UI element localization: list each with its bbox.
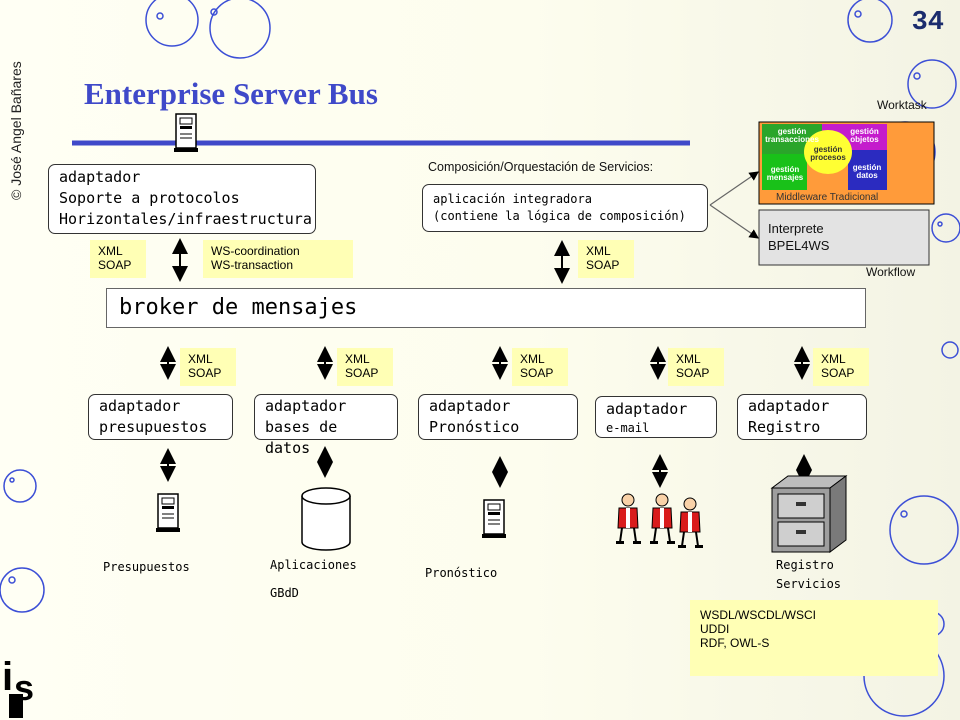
svg-text:i: i xyxy=(2,655,13,699)
registry-standard: RDF, OWL-S xyxy=(700,636,770,650)
xml-label: XML xyxy=(345,352,370,366)
copyright: © José Angel Bañares xyxy=(8,61,24,200)
logo-icon: i s xyxy=(2,655,34,718)
soap-label: SOAP xyxy=(821,366,855,380)
resource-arrows xyxy=(160,446,812,488)
adaptor-line: Pronóstico xyxy=(429,418,520,436)
xml-soap-box: XML SOAP xyxy=(578,240,634,278)
middleware-caption: Middleware Tradicional xyxy=(776,192,879,203)
xml-label: XML xyxy=(98,244,123,258)
protocol-adaptor-line: adaptador xyxy=(59,168,141,186)
xml-soap-box: XML SOAP xyxy=(512,348,568,386)
resource-label-servicios: Servicios xyxy=(776,577,842,591)
integrator-app-line: (contiene la lógica de composición) xyxy=(433,209,686,223)
soap-label: SOAP xyxy=(345,366,379,380)
presupuestos-server-icon xyxy=(155,493,181,533)
composition-arrows xyxy=(709,171,759,239)
adaptor-line: adaptador xyxy=(99,397,181,415)
integrator-app-box: aplicación integradora (contiene la lógi… xyxy=(422,184,708,232)
integrator-app-line: aplicación integradora xyxy=(433,192,592,206)
soap-label: SOAP xyxy=(520,366,554,380)
soap-label: SOAP xyxy=(98,258,132,272)
adaptor-line: presupuestos xyxy=(99,418,208,436)
adaptor-bases-datos: adaptador bases de datos xyxy=(254,394,398,457)
adaptor-line: adaptador xyxy=(265,397,347,415)
xml-label: XML xyxy=(676,352,701,366)
middleware-piece: gestión mensajes xyxy=(766,165,804,182)
interpreter-box: Interprete BPEL4WS xyxy=(768,220,829,254)
adaptor-email: adaptador e-mail xyxy=(595,396,717,438)
xml-label: XML xyxy=(520,352,545,366)
adaptor-line: adaptador xyxy=(429,397,511,415)
soap-label: SOAP xyxy=(676,366,710,380)
middleware-piece: gestión transacciones xyxy=(765,127,819,144)
xml-label: XML xyxy=(821,352,846,366)
adaptor-line: Registro xyxy=(748,418,821,436)
database-icon xyxy=(301,487,351,551)
adaptor-line: adaptador xyxy=(606,400,688,418)
xml-soap-box: XML SOAP xyxy=(180,348,236,386)
xml-soap-box: XML SOAP xyxy=(337,348,393,386)
xml-soap-box: XML SOAP xyxy=(90,240,146,278)
middleware-piece: gestión procesos xyxy=(810,145,846,162)
ws-protocols-box: WS-coordination WS-transaction xyxy=(203,240,353,278)
soap-label: SOAP xyxy=(188,366,222,380)
top-arrows xyxy=(172,238,570,284)
interpreter-line: BPEL4WS xyxy=(768,238,830,253)
xml-label: XML xyxy=(586,244,611,258)
middleware-puzzle xyxy=(758,121,935,205)
broker-arrows xyxy=(160,346,810,380)
adaptor-line: e-mail xyxy=(606,421,650,435)
adaptor-pronostico: adaptador Pronóstico xyxy=(418,394,578,440)
registry-standards-box: WSDL/WSCDL/WSCI UDDI RDF, OWL-S xyxy=(690,600,938,676)
resource-label-gbdd: GBdD xyxy=(270,586,299,600)
workflow-label: Workflow xyxy=(866,265,916,279)
resource-label-aplicaciones: Aplicaciones xyxy=(270,558,357,572)
middleware-piece: gestión objetos xyxy=(850,127,879,144)
xml-soap-box: XML SOAP xyxy=(668,348,724,386)
adaptor-registro: adaptador Registro xyxy=(737,394,867,440)
pronostico-server-icon xyxy=(481,499,507,539)
ws-transaction-label: WS-transaction xyxy=(211,258,294,272)
resource-label-presupuestos: Presupuestos xyxy=(103,560,190,574)
protocol-adaptor-line: Horizontales/infraestructura xyxy=(59,210,312,228)
filing-cabinet-icon xyxy=(770,475,848,553)
registry-standard: WSDL/WSCDL/WSCI xyxy=(700,608,817,622)
adaptor-presupuestos: adaptador presupuestos xyxy=(88,394,233,440)
slide-title: Enterprise Server Bus xyxy=(84,76,378,111)
protocol-adaptor-line: Soporte a protocolos xyxy=(59,189,240,207)
soap-label: SOAP xyxy=(586,258,620,272)
interpreter-line: Interprete xyxy=(768,221,824,236)
ws-coordination-label: WS-coordination xyxy=(211,244,300,258)
middleware-piece: gestión datos xyxy=(852,163,882,180)
resource-label-registro: Registro xyxy=(776,558,834,572)
svg-text:s: s xyxy=(14,667,34,708)
worktask-label: Worktask xyxy=(877,98,927,112)
top-server-icon xyxy=(173,113,199,153)
interpreter-box-bg xyxy=(758,209,930,266)
protocol-adaptor-box: adaptador Soporte a protocolos Horizonta… xyxy=(48,164,316,234)
message-broker: broker de mensajes xyxy=(106,288,866,328)
xml-label: XML xyxy=(188,352,213,366)
people-icon xyxy=(615,493,704,549)
resource-label-pronostico: Pronóstico xyxy=(425,566,498,580)
composition-heading: Composición/Orquestación de Servicios: xyxy=(428,160,654,174)
adaptor-line: bases de datos xyxy=(265,418,338,457)
registry-standard: UDDI xyxy=(700,622,730,636)
slide-number: 34 xyxy=(911,8,944,38)
xml-soap-box: XML SOAP xyxy=(813,348,869,386)
adaptor-line: adaptador xyxy=(748,397,830,415)
